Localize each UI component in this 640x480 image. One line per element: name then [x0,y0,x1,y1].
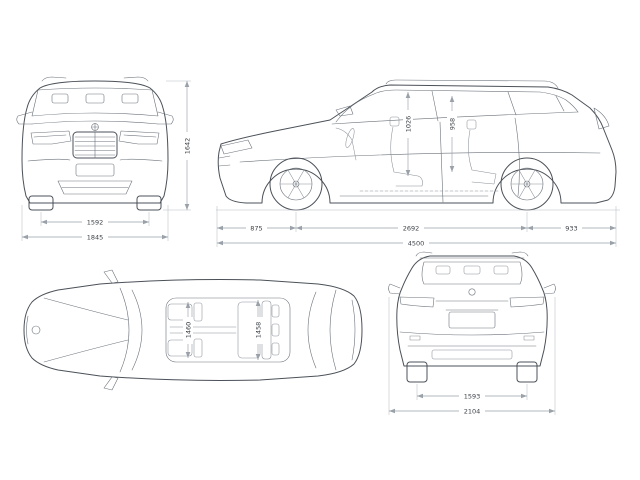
front-overall-width-dimension: 1845 [21,205,169,242]
front-hood-crease [31,120,159,125]
rear-mirrors [388,283,556,295]
rear-track-dimension-label: 1593 [464,393,481,401]
side-view: 1026 958 875 2692 933 4500 [216,79,620,248]
bmw-roundel-icon [91,123,99,131]
top-glass-lines [119,287,356,373]
top-front-interior-width-dimension: 1460 [183,302,193,358]
front-height-dimension: 1642 [163,80,192,211]
top-rear-interior-width-dimension: 1458 [253,300,263,360]
rear-track-dimension: 1593 [416,384,528,401]
side-front-overhang-label: 875 [250,225,262,233]
front-mirrors [16,111,174,125]
side-headlight [218,139,253,167]
top-rear-interior-width-label: 1458 [254,322,262,339]
rear-overall-width-dimension: 2104 [388,297,556,416]
side-lower-dimensions: 875 2692 933 4500 [216,206,617,248]
front-track-dimension-label: 1592 [87,219,104,227]
rear-taillights [399,296,545,308]
rear-overall-width-dimension-label: 2104 [464,408,481,416]
front-track-dimension: 1592 [40,212,150,227]
front-height-dimension-label: 1642 [183,138,191,155]
side-rear-overhang-label: 933 [565,225,577,233]
rear-bumper [399,331,545,360]
front-bumper [27,158,163,195]
side-rear-wheel [500,157,554,211]
front-overall-width-dimension-label: 1845 [87,234,104,242]
front-wheels [28,195,162,211]
side-front-headroom-label: 1026 [404,116,412,133]
side-interior [335,116,501,192]
front-body-outline [21,76,169,204]
rear-roundel-icon [468,288,476,296]
front-view: 1592 1845 1642 [16,76,192,242]
front-windshield [31,87,159,117]
side-wheelbase-label: 2692 [403,225,420,233]
side-front-headroom-dimension: 1026 [403,92,413,176]
rear-wheels [406,361,538,383]
top-front-interior-width-label: 1460 [184,322,192,339]
rear-view: 1593 2104 [388,251,556,416]
rear-license-plate [445,309,499,329]
side-front-wheel [269,157,323,211]
side-rear-headroom-dimension: 958 [447,96,457,172]
top-mirrors [103,269,119,391]
rear-body-outline [396,251,548,367]
side-body-outline [217,79,617,204]
side-overall-length-label: 4500 [408,240,425,248]
front-kidney-grille [72,131,118,159]
side-rear-headroom-label: 958 [448,118,456,130]
side-taillight [593,107,610,130]
top-body-outline [23,279,363,381]
front-headlights [30,130,160,145]
top-view: 1460 1458 [23,269,363,391]
rear-window [421,261,523,285]
side-door-seams [239,117,601,203]
